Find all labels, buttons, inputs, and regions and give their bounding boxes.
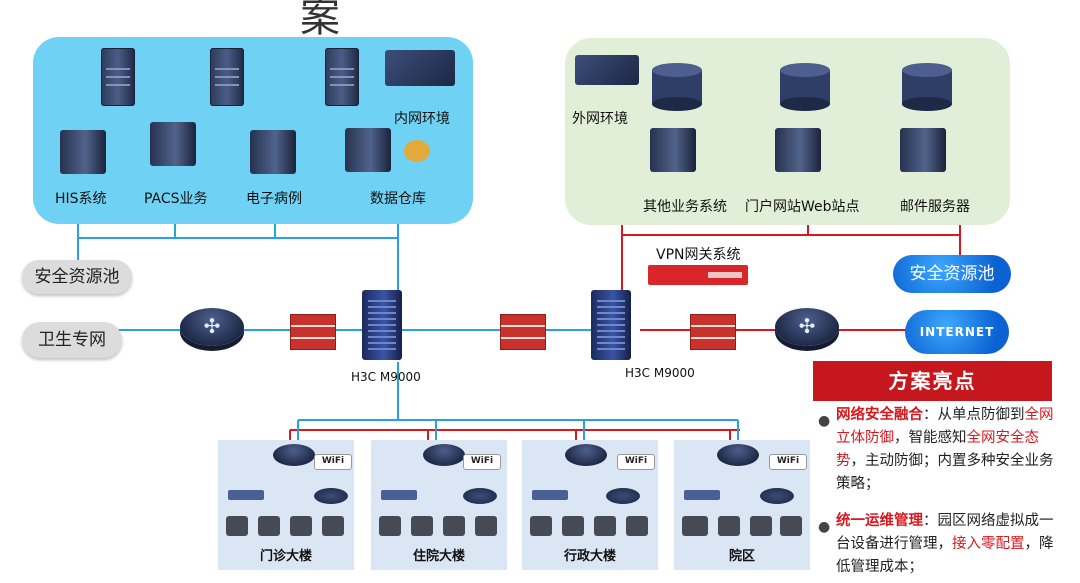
other-business-server-icon [650,128,696,172]
nurse-icon [379,516,401,536]
highlight-1-part: ，主动防御；内置多种安全业务策略； [836,453,1054,492]
highlights-title: 方案亮点 [813,361,1052,401]
highlight-1-part: 网络安全融合 [836,407,923,423]
building-admin: WiFi 行政大楼 [522,440,658,570]
internet-cloud: INTERNET [905,310,1009,354]
web-portal-label: 门户网站Web站点 [745,199,860,215]
router-arrows-icon: ✣ [798,314,816,338]
firewall-icon [500,314,546,350]
vpn-gateway-device [648,265,748,285]
pacs-label: PACS业务 [144,191,208,207]
doctor-icon [226,516,248,536]
wifi-badge: WiFi [314,454,352,470]
highlight-1-part: ：从单点防御到 [923,407,1025,423]
highlight-1-part: 全网立体防御 [836,407,1054,446]
access-point-icon [606,488,640,504]
highlight-2-part: ：园区网络虚拟成一台设备进行管理， [836,513,1054,552]
database-icon [902,63,952,111]
building-campus: WiFi 院区 [674,440,810,570]
bullet-icon: ● [818,413,831,429]
hub-icon [228,490,264,500]
highlight-1-part: ，智能感知 [894,430,967,446]
building-outpatient: WiFi 门诊大楼 [218,440,354,570]
database-icon [780,63,830,111]
phone-icon [594,516,616,536]
firewall-icon [290,314,336,350]
database-icon [652,63,702,111]
reception-icon [750,516,772,536]
highlight-2-part: 接入零配置 [952,536,1025,552]
access-switch-icon [565,444,607,466]
wifi-badge: WiFi [769,454,807,470]
building-label: 院区 [728,549,755,564]
page-title: 案 [300,0,340,41]
enterprise-building-icon [575,55,639,85]
emr-label: 电子病例 [246,191,302,207]
server-rack-icon [210,48,244,106]
enterprise-building-icon [385,50,455,86]
server-rack-icon [325,48,359,106]
web-server-icon [775,128,821,172]
highlight-2-part: ，降低管理成本； [836,536,1054,575]
router-right: ✣ [775,308,839,346]
wifi-badge: WiFi [617,454,655,470]
data-warehouse-icon [345,128,391,172]
pacs-server-icon [150,122,196,166]
health-network-cloud: 卫生专网 [22,322,122,358]
highlight-item-2: 统一运维管理：园区网络虚拟成一台设备进行管理，接入零配置，降低管理成本； [836,510,1058,579]
clerk-icon [626,516,648,536]
camera-icon [718,516,740,536]
highlight-1-part: 全网安全态势 [836,430,1039,469]
fax-icon [530,516,552,536]
vpn-label: VPN网关系统 [656,247,741,263]
highlight-item-1: 网络安全融合：从单点防御到全网立体防御，智能感知全网安全态势，主动防御；内置多种… [836,404,1058,496]
access-point-icon [760,488,794,504]
security-pool-cloud-right: 安全资源池 [893,255,1011,293]
database-coin-icon [404,140,430,162]
badge-icon [411,516,433,536]
printer-icon [290,516,312,536]
building-label: 门诊大楼 [259,549,312,564]
server-rack-icon [101,48,135,106]
core-switch-icon [362,290,402,360]
access-point-icon [463,488,497,504]
hub-icon [684,490,720,500]
access-point-icon [314,488,348,504]
security-pool-cloud: 安全资源池 [22,260,132,294]
access-switch-icon [717,444,759,466]
bullet-icon: ● [818,519,831,535]
mail-server-icon [900,128,946,172]
hub-icon [532,490,568,500]
building-inpatient: WiFi 住院大楼 [371,440,507,570]
extranet-env-label: 外网环境 [572,111,628,127]
core-switch-label: H3C M9000 [351,370,421,384]
hospital-building-icon [682,516,708,536]
data-warehouse-label: 数据仓库 [370,191,426,207]
hub-icon [381,490,417,500]
access-switch-icon [273,444,315,466]
building-label: 行政大楼 [563,549,616,564]
intranet-env-label: 内网环境 [394,111,450,127]
mail-server-label: 邮件服务器 [900,199,970,215]
access-switch-icon [423,444,465,466]
core-switch-label: H3C M9000 [625,366,695,380]
screen-icon [780,516,802,536]
other-business-label: 其他业务系统 [643,199,727,215]
his-server-icon [60,130,106,174]
firewall-icon [690,314,736,350]
mobile-icon [322,516,344,536]
router-arrows-icon: ✣ [203,314,221,338]
building-label: 住院大楼 [412,549,465,564]
highlight-2-part: 统一运维管理 [836,513,923,529]
bed-icon [475,516,497,536]
core-switch-icon [591,290,631,360]
wifi-badge: WiFi [463,454,501,470]
safe-icon [562,516,584,536]
medical-device-icon [443,516,465,536]
emr-server-icon [250,130,296,174]
router-left: ✣ [180,308,244,346]
his-label: HIS系统 [55,191,107,207]
computer-icon [258,516,280,536]
